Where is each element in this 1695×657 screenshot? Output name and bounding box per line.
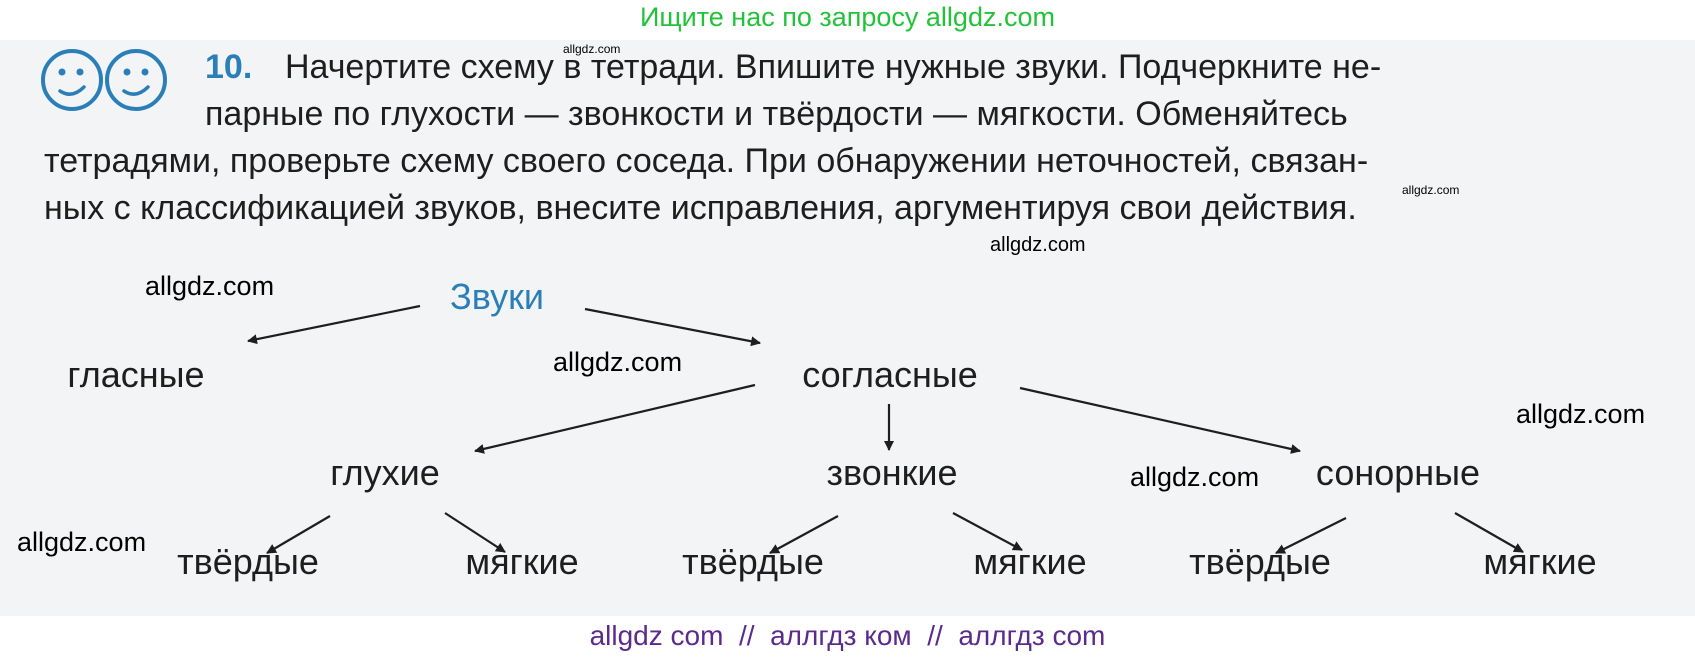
arrow-voiced-soft — [952, 512, 1023, 551]
task-text-line-2: парные по глухости — звонкости и твёрдос… — [205, 95, 1348, 133]
node-consonants: согласные — [802, 354, 978, 395]
node-voiceless-soft: мягкие — [465, 541, 579, 582]
watermark-3: allgdz.com — [990, 234, 1086, 256]
arrow-to-vowels — [247, 304, 421, 345]
node-voiced: звонкие — [826, 452, 958, 493]
arrow-sonorant-hard — [1275, 517, 1347, 554]
node-sonorant: сонорные — [1315, 452, 1481, 493]
watermark-2: allgdz.com — [1402, 183, 1460, 197]
textbook-page — [0, 40, 1695, 617]
top-banner[interactable]: Ищите нас по запросу allgdz.com — [640, 2, 1055, 32]
node-voiceless-hard: твёрдые — [177, 541, 319, 582]
arrow-to-sonorant — [1019, 386, 1301, 454]
watermark-6: allgdz.com — [1516, 399, 1646, 429]
watermark-4: allgdz.com — [145, 271, 275, 301]
node-sonorant-soft: мягкие — [1483, 541, 1597, 582]
arrow-to-voiceless — [474, 383, 756, 454]
node-sounds: Звуки — [450, 276, 544, 317]
arrow-voiceless-hard — [266, 515, 331, 554]
watermark-8: allgdz.com — [17, 527, 147, 557]
arrow-sonorant-soft — [1454, 512, 1524, 553]
arrow-voiceless-soft — [444, 512, 506, 553]
node-voiceless: глухие — [330, 452, 440, 493]
task-number: 10. — [205, 48, 253, 86]
task-text-line-4: ных с классификацией звуков, внесите исп… — [44, 189, 1357, 227]
bottom-banner: allgdz com // аллгдз ком // аллгдз com — [0, 616, 1695, 657]
node-voiced-soft: мягкие — [973, 541, 1087, 582]
task-text-line-1: Начертите схему в тетради. Впишите нужны… — [285, 48, 1382, 86]
node-vowels: гласные — [67, 354, 205, 395]
watermark-1: allgdz.com — [563, 42, 621, 56]
task-text-line-3: тетрадями, проверьте схему своего соседа… — [44, 142, 1369, 180]
arrow-voiced-hard — [769, 515, 839, 554]
watermark-7: allgdz.com — [1130, 462, 1260, 492]
node-voiced-hard: твёрдые — [682, 541, 824, 582]
arrow-to-consonants — [584, 307, 761, 347]
watermark-5: allgdz.com — [553, 347, 683, 377]
node-sonorant-hard: твёрдые — [1189, 541, 1331, 582]
bottom-banner-text[interactable]: allgdz com // аллгдз ком // аллгдз com — [589, 620, 1106, 651]
